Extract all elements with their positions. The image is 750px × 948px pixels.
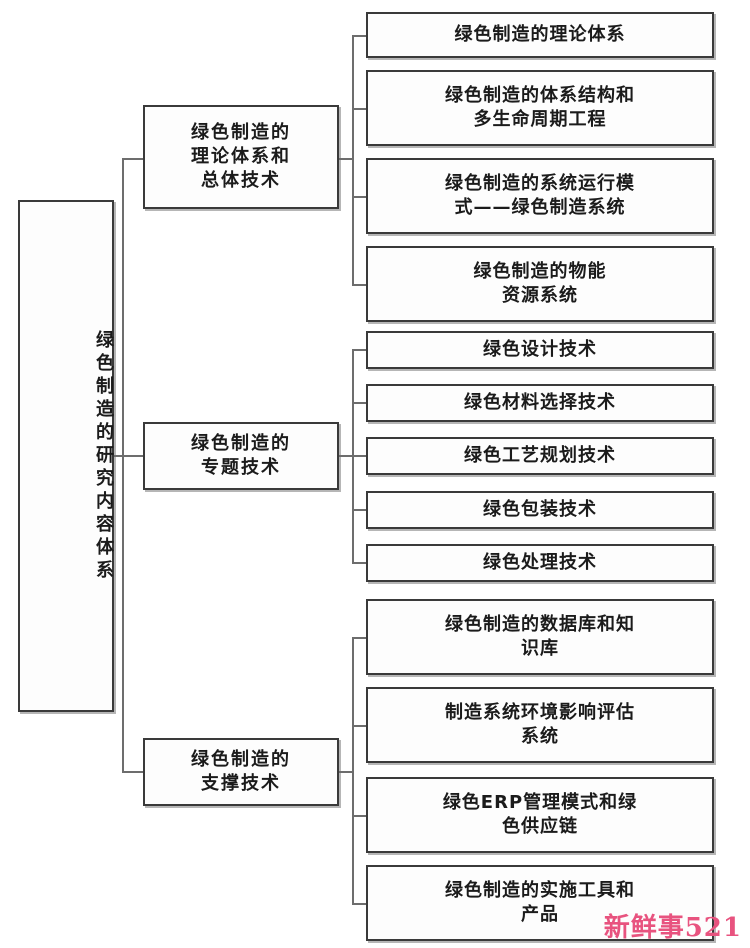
leaf-node-3-3-line-2: 色供应链	[502, 816, 578, 837]
branch-2-out-stub	[339, 455, 354, 457]
leaf-stub-2-3	[352, 455, 368, 457]
leaf-node-1-2-line-1: 绿色制造的体系结构和	[445, 85, 635, 107]
leaf-node-2-3[interactable]: 绿色工艺规划技术	[366, 437, 714, 475]
leaf-node-3-4-line-2: 产品	[521, 904, 559, 925]
root-node-label: 绿色制造的研究内容体系	[93, 329, 114, 583]
leaf-stub-3-3	[352, 815, 368, 817]
leaf-node-2-4[interactable]: 绿色包装技术	[366, 491, 714, 529]
branch-node-1-line-3: 总体技术	[201, 169, 281, 191]
branch-connector-1	[122, 158, 144, 160]
branch-connector-2	[122, 455, 144, 457]
branch-1-out-stub	[339, 158, 354, 160]
branch-node-1-line-2: 理论体系和	[191, 146, 291, 168]
branch-node-2-line-1: 绿色制造的	[191, 433, 291, 455]
leaf-stub-1-4	[352, 284, 368, 286]
branch-connector-3	[122, 771, 144, 773]
leaf-node-3-4-line-1: 绿色制造的实施工具和	[445, 880, 635, 902]
leaf-stub-2-4	[352, 509, 368, 511]
root-node[interactable]: 绿色制造的研究内容体系	[18, 200, 114, 712]
leaf-node-3-2-line-2: 系统	[521, 726, 559, 747]
root-stub-line	[114, 455, 124, 457]
leaf-stub-2-1	[352, 349, 368, 351]
branch-node-2-line-2: 专题技术	[201, 457, 281, 478]
branch-3-out-stub	[339, 771, 354, 773]
leaf-node-1-3[interactable]: 绿色制造的系统运行模 式——绿色制造系统	[366, 158, 714, 234]
leaf-stub-2-2	[352, 402, 368, 404]
leaf-node-1-4-line-2: 资源系统	[502, 285, 578, 306]
leaf-node-3-2-line-1: 制造系统环境影响评估	[445, 702, 635, 724]
leaf-node-3-3-line-1: 绿色ERP管理模式和绿	[442, 792, 638, 814]
leaf-stub-2-5	[352, 562, 368, 564]
branch-node-1[interactable]: 绿色制造的 理论体系和 总体技术	[143, 105, 339, 209]
leaf-node-1-1[interactable]: 绿色制造的理论体系	[366, 12, 714, 58]
watermark-text: 新鲜事521	[603, 913, 742, 943]
root-spine-line	[122, 158, 124, 773]
group-3-spine	[352, 637, 354, 903]
branch-node-2[interactable]: 绿色制造的 专题技术	[143, 422, 339, 490]
leaf-node-3-1-line-1: 绿色制造的数据库和知	[445, 614, 635, 636]
leaf-stub-3-4	[352, 903, 368, 905]
leaf-node-2-3-line-1: 绿色工艺规划技术	[464, 445, 616, 467]
leaf-node-1-4-line-1: 绿色制造的物能	[473, 261, 607, 283]
leaf-node-3-1[interactable]: 绿色制造的数据库和知 识库	[366, 599, 714, 675]
leaf-node-2-5-line-1: 绿色处理技术	[483, 552, 597, 574]
leaf-node-2-1-line-1: 绿色设计技术	[483, 339, 597, 361]
branch-node-1-line-1: 绿色制造的	[191, 122, 291, 144]
leaf-node-1-2-line-2: 多生命周期工程	[473, 109, 607, 130]
group-1-spine	[352, 35, 354, 284]
leaf-stub-1-3	[352, 196, 368, 198]
leaf-stub-3-1	[352, 637, 368, 639]
leaf-node-1-2[interactable]: 绿色制造的体系结构和 多生命周期工程	[366, 70, 714, 146]
leaf-node-1-3-line-1: 绿色制造的系统运行模	[445, 173, 635, 195]
leaf-node-2-1[interactable]: 绿色设计技术	[366, 331, 714, 369]
branch-node-3[interactable]: 绿色制造的 支撑技术	[143, 738, 339, 806]
leaf-stub-3-2	[352, 725, 368, 727]
branch-node-3-line-2: 支撑技术	[201, 773, 281, 794]
leaf-node-1-3-line-2: 式——绿色制造系统	[454, 197, 626, 218]
leaf-node-3-3[interactable]: 绿色ERP管理模式和绿 色供应链	[366, 777, 714, 853]
leaf-node-3-2[interactable]: 制造系统环境影响评估 系统	[366, 687, 714, 763]
leaf-node-2-4-line-1: 绿色包装技术	[483, 499, 597, 521]
leaf-node-1-4[interactable]: 绿色制造的物能 资源系统	[366, 246, 714, 322]
leaf-node-3-1-line-2: 识库	[521, 638, 559, 659]
leaf-node-2-5[interactable]: 绿色处理技术	[366, 544, 714, 582]
leaf-stub-1-2	[352, 108, 368, 110]
branch-node-3-line-1: 绿色制造的	[191, 749, 291, 771]
leaf-node-1-1-line-1: 绿色制造的理论体系	[454, 24, 626, 46]
leaf-stub-1-1	[352, 35, 368, 37]
leaf-node-2-2-line-1: 绿色材料选择技术	[464, 392, 616, 414]
leaf-node-2-2[interactable]: 绿色材料选择技术	[366, 384, 714, 422]
leaf-node-3-4[interactable]: 绿色制造的实施工具和 产品	[366, 865, 714, 941]
